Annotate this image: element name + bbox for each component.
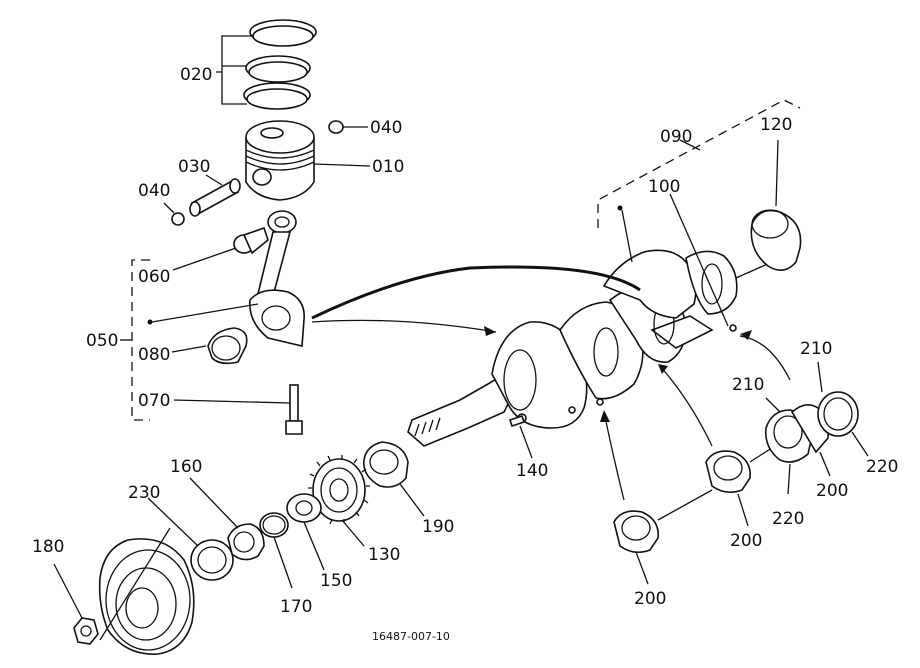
o-ring	[259, 512, 293, 589]
assembly-bracket-090	[597, 99, 801, 228]
callout-140: 140	[516, 461, 548, 481]
callout-050: 050	[86, 331, 118, 351]
connector-line	[311, 265, 641, 320]
callout-090: 090	[660, 127, 692, 147]
callout-210-upper: 210	[800, 339, 832, 359]
callout-labels: 020 040 010 030 040 060 050 080 070 090 …	[32, 65, 898, 643]
piston-rings	[216, 19, 317, 110]
callout-070: 070	[138, 391, 170, 411]
collar	[189, 477, 265, 561]
main-bearing-housing	[764, 361, 869, 495]
key	[508, 414, 533, 459]
arrow-upper-right	[739, 335, 791, 381]
callout-150: 150	[320, 571, 352, 591]
callout-040-upper: 040	[370, 118, 402, 138]
callout-220-lower: 220	[772, 509, 804, 529]
callout-200-middle: 200	[730, 531, 762, 551]
callout-200-right: 200	[816, 481, 848, 501]
washer	[286, 493, 325, 571]
callout-040-lower: 040	[138, 181, 170, 201]
connecting-rod-bolt	[173, 384, 303, 435]
callout-120: 120	[760, 115, 792, 135]
connecting-rod	[172, 210, 305, 347]
callout-220-right: 220	[866, 457, 898, 477]
circlip-upper	[328, 120, 368, 134]
callout-020: 020	[180, 65, 212, 85]
main-bearing-lower	[613, 489, 713, 585]
crank-gear	[308, 455, 370, 547]
arrow-middle	[659, 365, 713, 447]
bearing-190	[363, 441, 425, 517]
callout-170: 170	[280, 597, 312, 617]
callout-030: 030	[178, 157, 210, 177]
callout-190: 190	[422, 517, 454, 537]
crankshaft-assembly	[602, 249, 773, 332]
big-end-bearing	[171, 327, 248, 365]
callout-080: 080	[138, 345, 170, 365]
callout-200-lower: 200	[634, 589, 666, 609]
callout-160: 160	[170, 457, 202, 477]
main-bearing-middle	[705, 443, 779, 527]
callout-060: 060	[138, 267, 170, 287]
arrow-lower	[603, 411, 625, 501]
piston	[245, 120, 371, 201]
circlip-lower	[163, 202, 185, 226]
bush-120	[750, 139, 802, 271]
callout-230: 230	[128, 483, 160, 503]
callout-130: 130	[368, 545, 400, 565]
callout-100: 100	[648, 177, 680, 197]
callout-210-lower: 210	[732, 375, 764, 395]
callout-010: 010	[372, 157, 404, 177]
drawing-number: 16487-007-10	[372, 630, 450, 643]
callout-180: 180	[32, 537, 64, 557]
piston-pin	[189, 174, 241, 217]
pulley-nut	[53, 563, 99, 645]
oil-seal	[147, 497, 234, 581]
crankshaft-pulley	[98, 527, 195, 655]
